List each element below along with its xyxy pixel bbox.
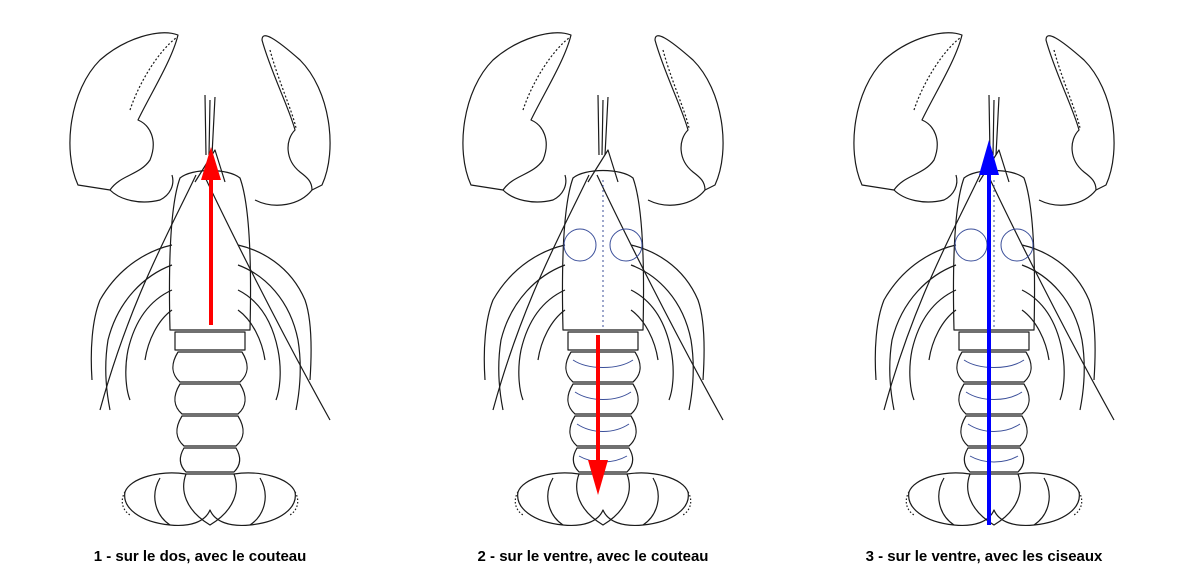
lobster-dorsal-illustration [69, 32, 331, 527]
lobster-ventral-illustration [462, 32, 724, 527]
cut-arrow-up-red [201, 147, 221, 325]
caption: 1 - sur le dos, avec le couteau [93, 548, 307, 565]
panel-ventral-scissors: 3 - sur le ventre, avec les ciseaux [784, 0, 1184, 579]
panel-ventral-knife: 2 - sur le ventre, avec le couteau [393, 0, 793, 579]
cut-arrow-up-blue [979, 140, 999, 525]
panel-dorsal-knife: 1 - sur le dos, avec le couteau [0, 0, 400, 579]
caption: 3 - sur le ventre, avec les ciseaux [865, 548, 1103, 565]
lobster-ventral-illustration [853, 32, 1115, 527]
caption: 2 - sur le ventre, avec le couteau [477, 548, 709, 565]
cut-arrow-down-red [588, 335, 608, 495]
